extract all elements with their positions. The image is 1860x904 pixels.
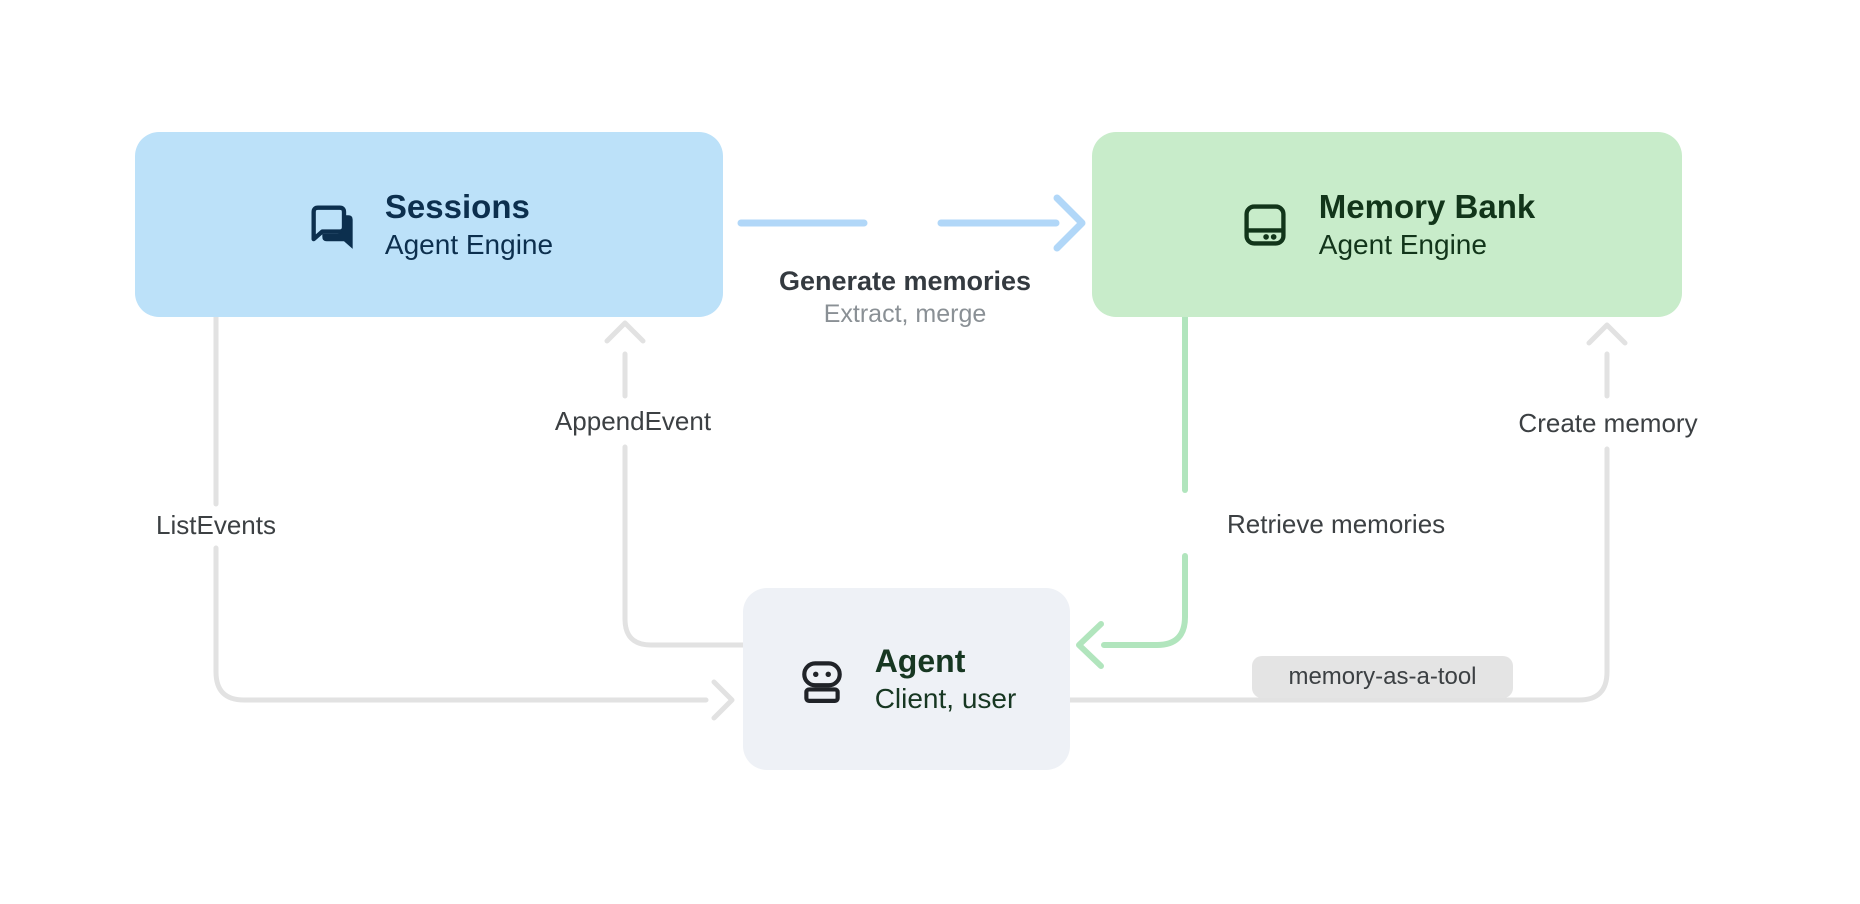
node-text: Memory Bank Agent Engine	[1319, 187, 1535, 262]
retrieve-memories-connector	[1076, 314, 1216, 669]
node-text: Sessions Agent Engine	[385, 187, 553, 262]
edge-label-list-events: ListEvents	[156, 510, 276, 540]
arrow-right-icon	[1053, 194, 1086, 252]
sparkle-icon	[875, 193, 935, 253]
arrow-left-icon	[1076, 621, 1104, 669]
edge-label-create-memory: Create memory	[1518, 408, 1698, 438]
edge-sublabel-extract-merge: Extract, merge	[823, 300, 987, 328]
node-subtitle: Client, user	[874, 682, 1017, 714]
edge-label-append-event: AppendEvent	[554, 406, 712, 436]
sparkle-icon	[1154, 492, 1216, 554]
node-subtitle: Agent Engine	[1318, 228, 1487, 260]
arrow-up-icon	[1586, 322, 1628, 346]
node-title: Memory Bank	[1318, 188, 1536, 226]
storage-icon	[1239, 199, 1291, 251]
edge-label-generate-memories: Generate memories	[778, 266, 1032, 296]
node-memory-bank: Memory Bank Agent Engine	[1092, 132, 1682, 317]
robot-icon	[797, 654, 847, 704]
generate-memories-connector	[737, 193, 1086, 253]
edge-label-retrieve-memories: Retrieve memories	[1227, 509, 1446, 539]
append-event-connector	[604, 320, 746, 648]
node-subtitle: Agent Engine	[384, 228, 554, 260]
list-events-connector	[213, 314, 735, 721]
node-text: Agent Client, user	[875, 642, 1017, 715]
node-title: Sessions	[384, 188, 530, 226]
memory-as-a-tool-badge: memory-as-a-tool	[1252, 656, 1513, 698]
chat-icon	[305, 199, 357, 251]
arrow-right-icon	[711, 679, 735, 721]
node-sessions: Sessions Agent Engine	[135, 132, 723, 317]
arrow-up-icon	[604, 320, 646, 344]
node-agent: Agent Client, user	[743, 588, 1070, 770]
node-title: Agent	[874, 643, 966, 680]
